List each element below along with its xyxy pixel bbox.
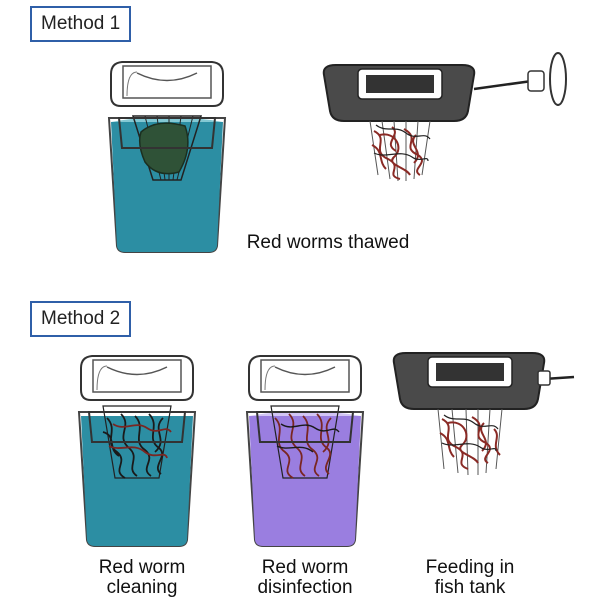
feeder-in-tank: [392, 352, 575, 476]
method-1-caption: Red worms thawed: [246, 232, 410, 253]
cleaning-cup: [77, 355, 197, 547]
step-disinfection-caption: Red worm disinfection: [230, 558, 380, 598]
thawing-cup: [107, 61, 227, 253]
method-1-label: Method 1: [30, 6, 132, 42]
method-2-label: Method 2: [30, 301, 132, 337]
step-cleaning-line2: cleaning: [106, 577, 178, 598]
step-cleaning-line1: Red worm: [98, 557, 186, 578]
step-disinfection-line2: disinfection: [257, 577, 353, 598]
step-feeding-caption: Feeding in fish tank: [395, 558, 545, 598]
step-cleaning-caption: Red worm cleaning: [72, 558, 212, 598]
disinfection-cup: [245, 355, 365, 547]
step-disinfection-line1: Red worm: [261, 557, 349, 578]
step-feeding-line1: Feeding in: [425, 557, 515, 578]
feeder-with-suction-cup: [322, 52, 567, 182]
step-feeding-line2: fish tank: [434, 577, 506, 598]
